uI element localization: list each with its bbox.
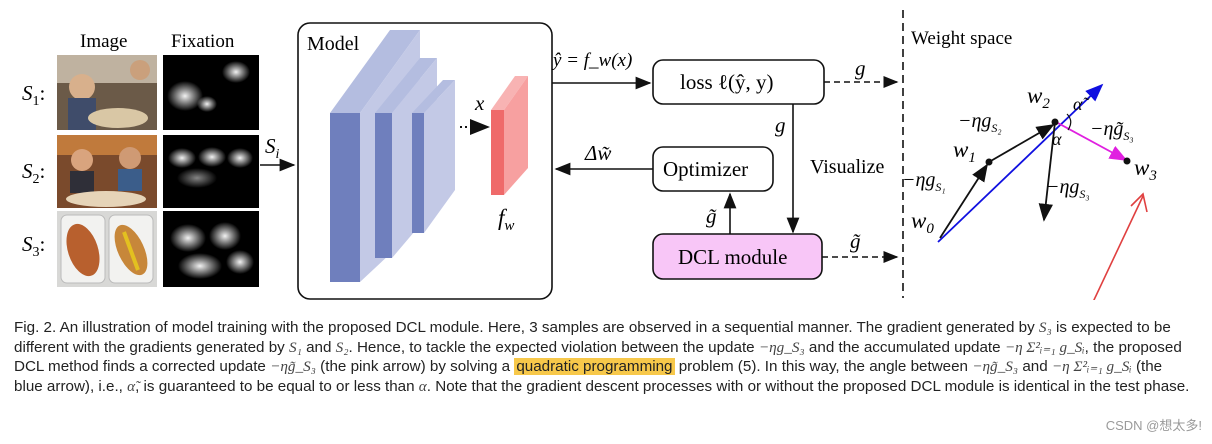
figure-diagram: Image Fixation S1: S2: S3:: [22, 10, 1157, 300]
point-w3: [1123, 157, 1131, 165]
image-column-header: Image: [80, 31, 127, 52]
g-tilde-label-right: g̃: [850, 229, 861, 253]
g-label-mid: g: [775, 113, 786, 137]
sample-label-1: S1:: [22, 81, 45, 109]
pink-arrow: [1055, 121, 1128, 161]
sample-image-2: [57, 135, 157, 208]
sample-label-3: S3:: [22, 232, 45, 260]
model-title: Model: [307, 33, 360, 55]
eta-gS1-label: −ηgS₁: [902, 169, 946, 194]
red-arrow-tail: [0, 300, 1212, 444]
point-w1: [985, 158, 993, 166]
dcl-module-label: DCL module: [678, 245, 787, 269]
delta-w-label: Δw̃: [584, 141, 611, 165]
g-label-top: g: [855, 56, 866, 80]
eta-gS2-label: −ηgS₂: [958, 110, 1002, 135]
alpha-tilde-label: α̃: [1073, 94, 1090, 114]
eta-gS3-label: −ηgS₃: [1046, 176, 1090, 201]
visualize-label: Visualize: [810, 156, 884, 178]
svg-text:S1:: S1:: [22, 81, 45, 109]
figure-caption: Fig. 2. An illustration of model trainin…: [14, 319, 1190, 395]
w3-label: w3: [1134, 155, 1157, 184]
w1-label: w1: [953, 137, 976, 166]
fixation-map-2: [163, 135, 259, 208]
optimizer-label: Optimizer: [663, 157, 748, 181]
red-arrow-head: [1130, 192, 1148, 213]
g-tilde-label-left: g̃: [706, 204, 717, 228]
model-layer-3: [412, 80, 455, 233]
w2-label: w2: [1027, 83, 1050, 112]
fixation-map-3: [163, 211, 259, 287]
fw-label: fw: [498, 205, 514, 234]
arrow-w0-w1: [939, 163, 988, 239]
input-label: Si: [265, 134, 280, 162]
svg-text:S2:: S2:: [22, 159, 45, 187]
alpha-tilde-arc: [1066, 113, 1072, 131]
point-w2: [1051, 118, 1059, 126]
eta-gtS3-label: −ηg̃S₃: [1090, 118, 1134, 143]
sample-image-1: [57, 55, 157, 130]
arrow-w1-w2: [988, 124, 1055, 163]
prediction-label: ŷ = f_w(x): [551, 50, 632, 71]
sample-image-3: [57, 211, 157, 287]
fw-layer: [491, 76, 528, 195]
highlighted-phrase: quadratic programming: [514, 358, 675, 376]
arrow-gS3: [1038, 121, 1056, 222]
red-annotation-arrow: [1093, 195, 1144, 300]
fixation-map-1: [163, 55, 259, 130]
watermark: CSDN @想太多!: [1105, 418, 1202, 433]
weight-space-title: Weight space: [911, 28, 1012, 49]
blue-arrow: [937, 83, 1104, 243]
model-x-label: x: [474, 91, 485, 115]
loss-label: loss ℓ(ŷ, y): [680, 70, 773, 94]
fixation-column-header: Fixation: [171, 31, 235, 52]
svg-text:S3:: S3:: [22, 232, 45, 260]
sample-label-2: S2:: [22, 159, 45, 187]
alpha-label: α: [1052, 129, 1062, 149]
w0-label: w0: [911, 208, 934, 237]
